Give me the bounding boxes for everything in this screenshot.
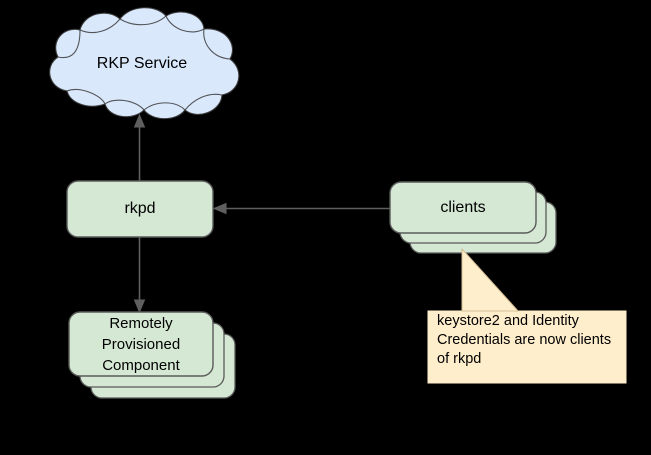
node-rkp-service-cloud[interactable] (49, 7, 240, 120)
node-remotely-provisioned-component[interactable] (68, 311, 236, 399)
edge-clients-to-rkpd (212, 202, 390, 215)
node-clients[interactable] (389, 181, 557, 254)
callout-note[interactable] (427, 247, 627, 384)
edge-rkpd-to-rpc (133, 237, 146, 314)
node-rkpd[interactable] (66, 180, 214, 238)
edge-rkpd-to-cloud (133, 113, 146, 181)
